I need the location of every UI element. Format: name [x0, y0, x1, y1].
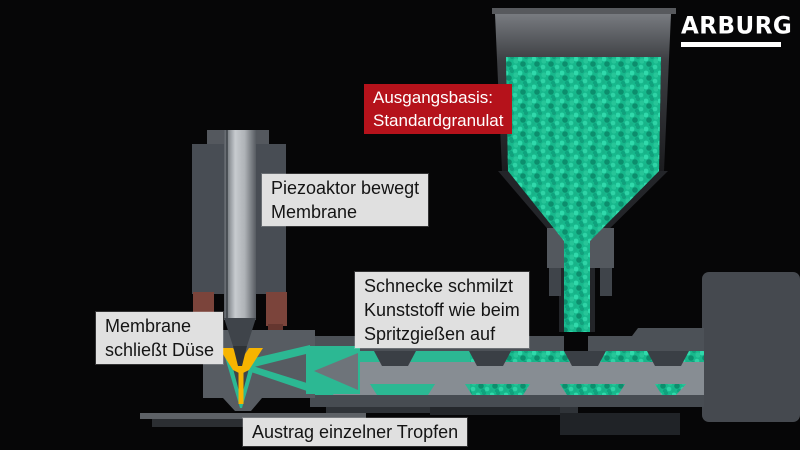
label-line: schließt Düse [105, 340, 215, 360]
base-shadow [560, 413, 680, 435]
granulate-channel-bottom-texture [470, 384, 704, 395]
label-line: Ausgangsbasis: [373, 88, 494, 107]
arburg-logo-underline [681, 42, 781, 47]
barrel-top-wall-right [588, 328, 704, 352]
membrane-stem [238, 356, 244, 404]
actuator-rod [224, 130, 256, 320]
label-line: Membrane [271, 202, 358, 222]
label-line: Standardgranulat [373, 111, 504, 130]
melt-channel-upper-diagonal [250, 345, 310, 367]
screw-tip [314, 353, 358, 390]
screw [312, 351, 704, 395]
label-droplet-discharge: Austrag einzelner Tropfen [243, 418, 468, 446]
build-platform [140, 413, 366, 427]
melt-junction [250, 345, 360, 394]
screw-flights-top [374, 351, 689, 366]
label-line: Austrag einzelner Tropfen [252, 422, 459, 442]
screw-core [356, 362, 704, 384]
label-screw-melting: Schnecke schmilzt Kunststoff wie beim Sp… [355, 272, 529, 348]
needle-cone [224, 318, 256, 346]
base-shadow-2 [430, 407, 560, 415]
label-line: Kunststoff wie beim [364, 300, 520, 320]
platform-base [152, 419, 332, 427]
nozzle-internals [219, 318, 263, 408]
granulate [506, 57, 661, 332]
label-membrane-closes-nozzle: Membrane schließt Düse [96, 312, 224, 364]
platform-surface [140, 413, 366, 419]
hopper-rim [492, 8, 676, 14]
label-line: Spritzgießen auf [364, 324, 496, 344]
arburg-logo: ARBURG [681, 12, 793, 47]
barrel-bottom-wall [310, 394, 704, 407]
heater-tab-right [268, 324, 283, 334]
granulate-hopper [492, 8, 676, 332]
drive-housing-block [702, 272, 800, 422]
melt-channel-lower-diagonal [251, 366, 310, 392]
heater-block-right [266, 292, 287, 326]
arburg-logo-text: ARBURG [681, 12, 793, 40]
label-line: Piezoaktor bewegt [271, 178, 420, 198]
label-line: Schnecke schmilzt [364, 276, 514, 296]
label-standard-granulate: Ausgangsbasis: Standardgranulat [364, 84, 513, 134]
piezo-actuator [192, 130, 287, 334]
needle [233, 346, 247, 366]
label-piezo-actuator: Piezoaktor bewegt Membrane [262, 174, 429, 226]
label-line: Membrane [105, 316, 192, 336]
